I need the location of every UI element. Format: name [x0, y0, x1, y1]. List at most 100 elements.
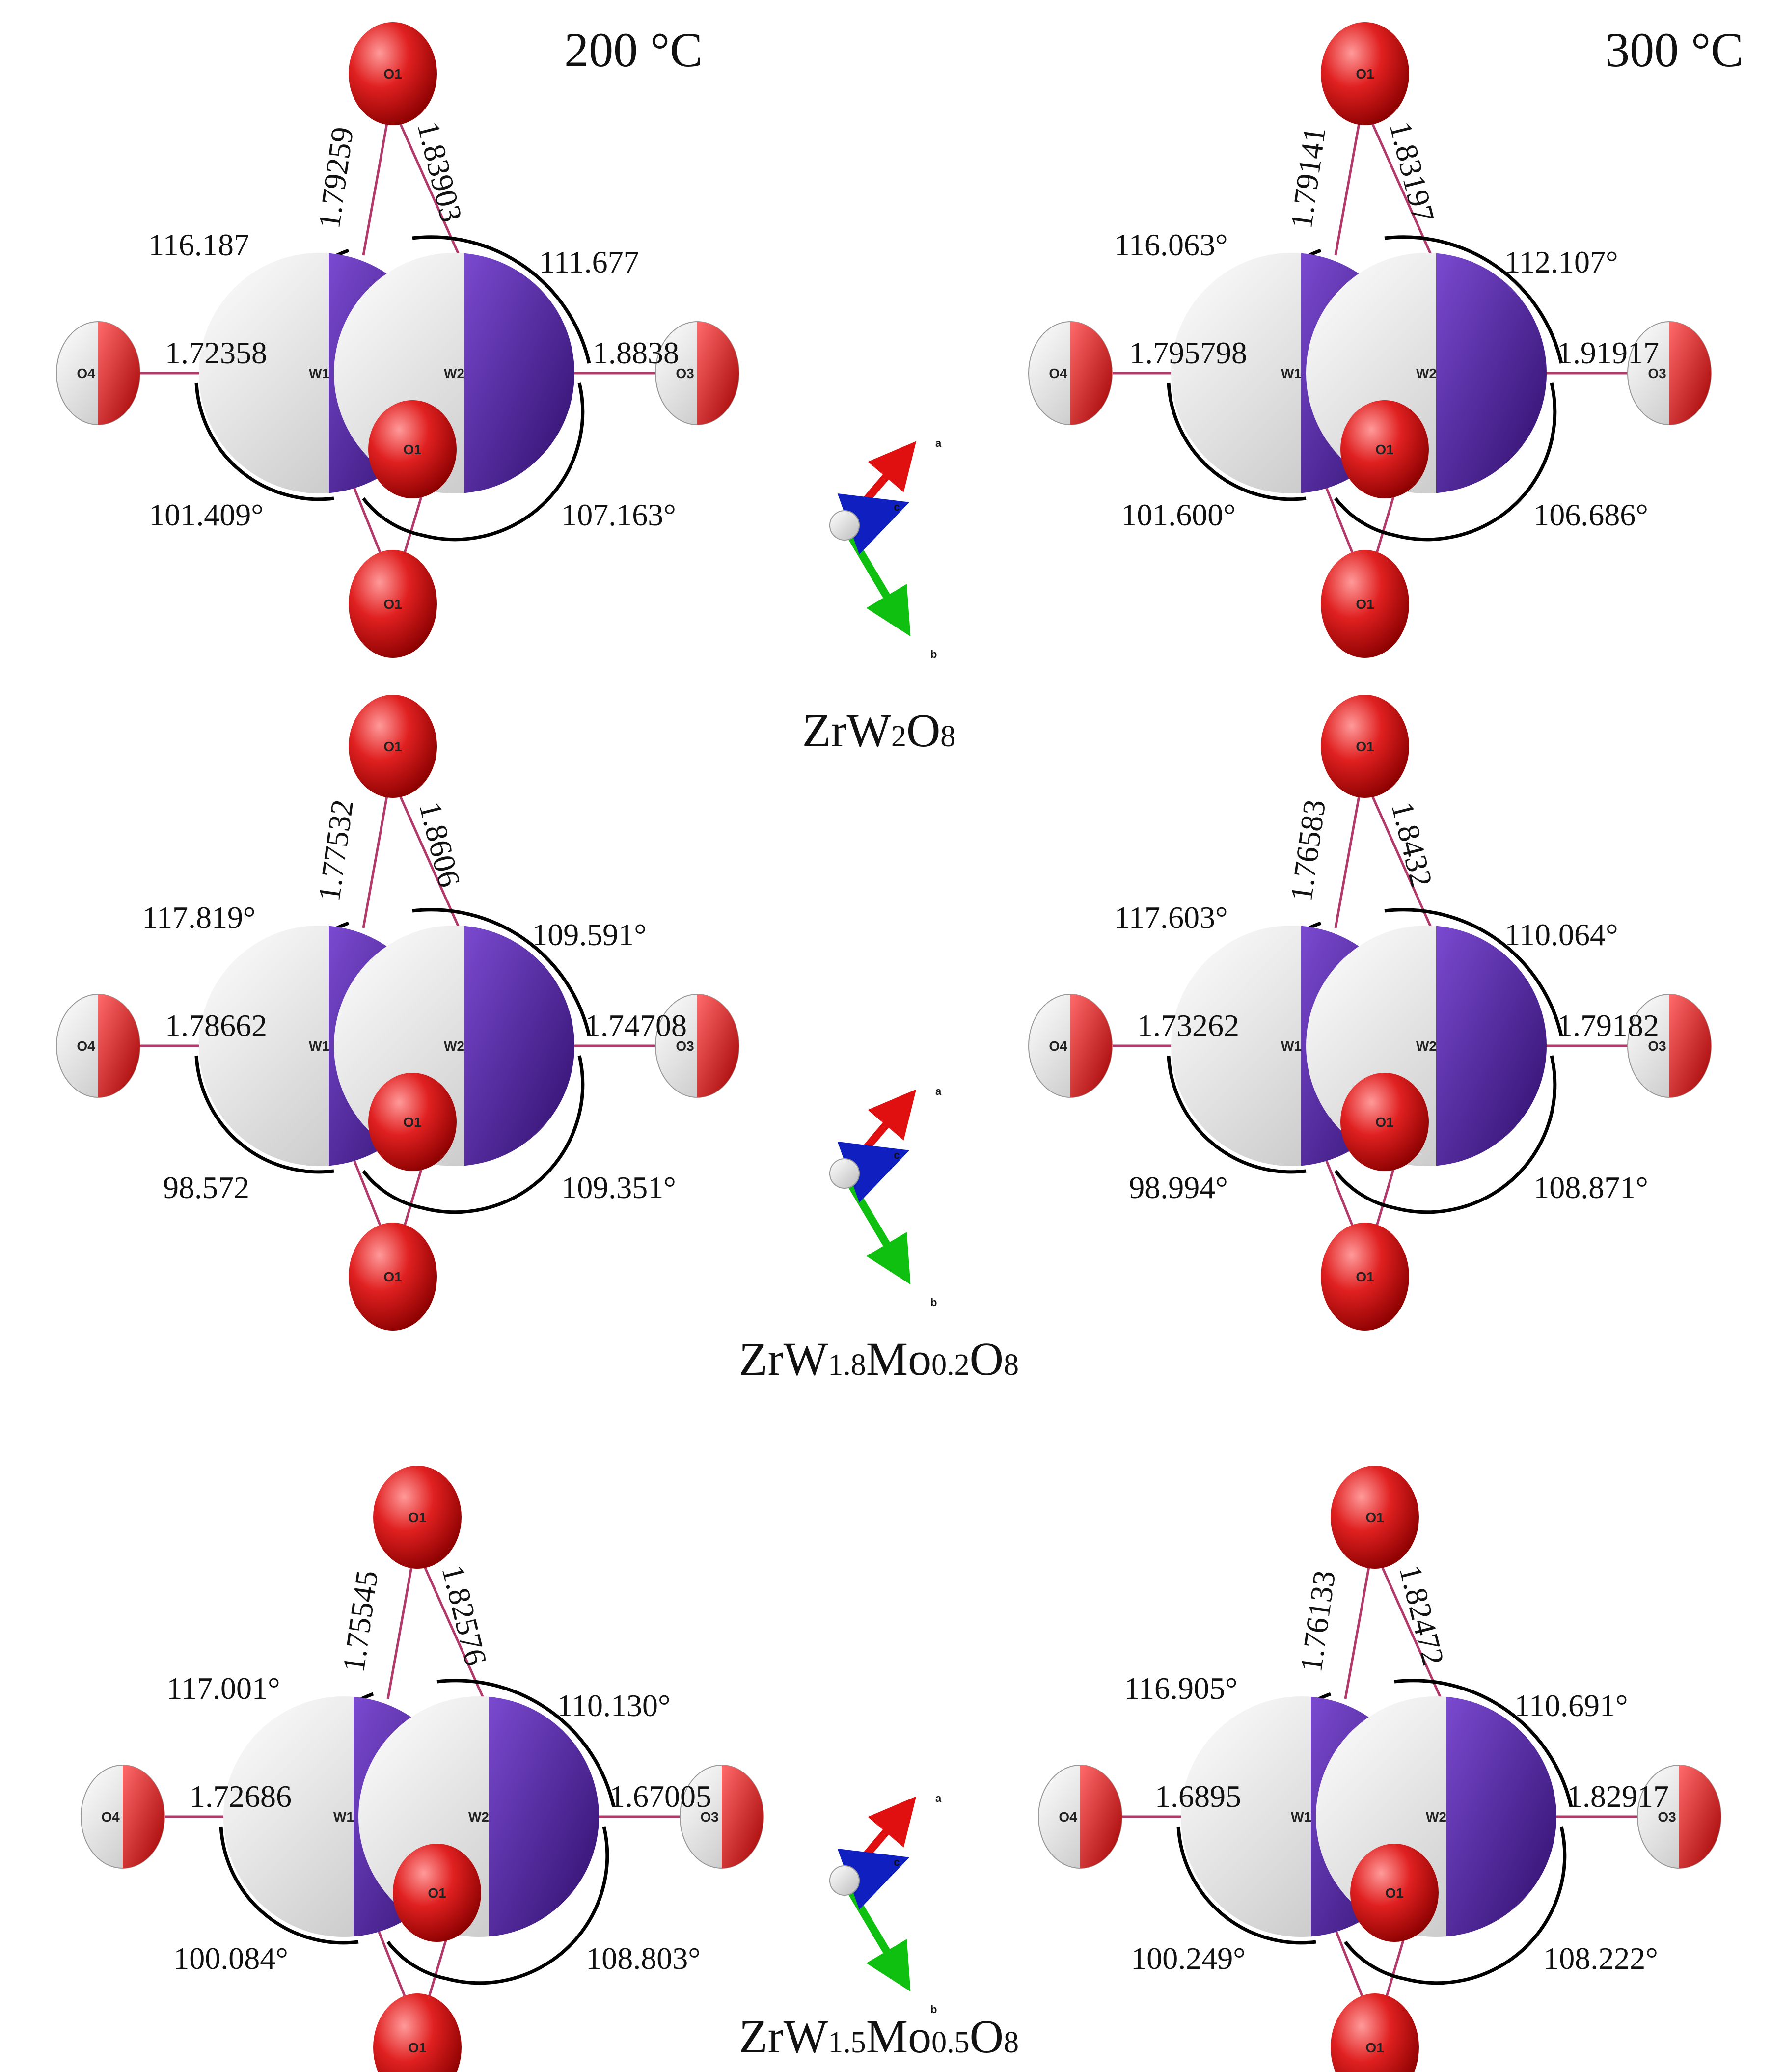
atom-w2-label: W2: [1416, 1038, 1437, 1054]
atom-o4-label: O4: [1059, 1809, 1077, 1825]
bond-label-top-right: 1.83903: [410, 118, 469, 225]
atom-o3-label: O3: [700, 1809, 718, 1825]
angle-label-bottom-right: 109.351°: [561, 1170, 676, 1205]
compound-s3: 8: [1004, 2026, 1019, 2059]
compound-s3: 8: [1004, 1348, 1019, 1382]
arc-bot-left: [1167, 1055, 1307, 1174]
atom-o1-top-label: O1: [1356, 66, 1374, 82]
angle-label-bottom-right: 106.686°: [1533, 497, 1648, 532]
angle-label-top-right: 109.591°: [532, 917, 647, 952]
atom-o1-bottom: O1: [349, 1223, 437, 1331]
header-200c: 200 °C: [564, 23, 703, 77]
atom-o1-bottom-label: O1: [1365, 2040, 1384, 2055]
atom-o3-label: O3: [676, 1038, 694, 1054]
atom-o1-top: O1: [349, 695, 437, 798]
atom-o1-center-label: O1: [403, 1115, 421, 1130]
atom-o1-center-sphere: [1340, 1073, 1429, 1171]
axis-b-arrow: [841, 1171, 911, 1285]
compound-pre: ZrW: [739, 2010, 828, 2063]
atom-w1-label: W1: [1291, 1809, 1311, 1825]
atom-w1-label: W1: [309, 366, 329, 381]
atom-o1-top: O1: [349, 22, 437, 125]
atom-o4-red-half: [98, 994, 140, 1097]
atom-o3-red-half: [722, 1765, 763, 1868]
axis-b-label: b: [930, 2003, 937, 2016]
atom-o1-center-label: O1: [403, 442, 421, 457]
atom-o4-label: O4: [77, 366, 95, 381]
bond-label-right: 1.79182: [1557, 1008, 1659, 1043]
atom-o1-top-label: O1: [1365, 1510, 1384, 1525]
atom-o4: O4: [56, 321, 140, 425]
arc-bot-right: [1334, 382, 1557, 542]
bond-o1-w1: [362, 790, 389, 928]
atom-o4-red-half: [123, 1765, 164, 1868]
atom-o1-center: O1: [1340, 1073, 1429, 1171]
bond-label-top-left: 1.75545: [336, 1568, 384, 1674]
bond-label-left: 1.72686: [190, 1779, 292, 1814]
compound-post: O: [970, 2010, 1004, 2063]
angle-label-bottom-right: 107.163°: [561, 497, 676, 532]
angle-label-bottom-left: 98.994°: [1129, 1170, 1228, 1205]
atom-w2-purple: [489, 1696, 599, 1937]
bond-label-left: 1.78662: [165, 1008, 267, 1043]
atom-o1-top-label: O1: [408, 1510, 426, 1525]
atom-o1-center-sphere: [1350, 1844, 1439, 1942]
atom-o1-top-sphere: [1321, 22, 1409, 125]
bond-label-top-right: 1.82472: [1392, 1561, 1451, 1669]
angle-label-top-right: 112.107°: [1504, 245, 1618, 279]
arc-top-right: [1384, 235, 1563, 364]
atom-w2-purple: [1446, 1696, 1556, 1937]
atom-o3-label: O3: [676, 366, 694, 381]
atom-o1-bottom: O1: [349, 550, 437, 658]
bond-label-left: 1.6895: [1155, 1779, 1241, 1814]
atom-o4-red-half: [1070, 994, 1112, 1097]
angle-label-top-right: 111.677: [539, 245, 639, 279]
atom-o1-top: O1: [373, 1466, 462, 1569]
bond-o1-w2: [421, 1560, 485, 1700]
angle-label-top-left: 116.063°: [1114, 227, 1227, 262]
axis-triad-3: acb: [829, 1792, 942, 2016]
atom-o1-top-label: O1: [1356, 739, 1374, 754]
bond-o1-w1: [1344, 1561, 1371, 1699]
atom-o1-bottom-label: O1: [383, 597, 402, 612]
axis-a-label: a: [935, 437, 942, 449]
atom-o4-label: O4: [1049, 366, 1067, 381]
atom-o1-bottom-label: O1: [383, 1269, 402, 1284]
bond-o1c-o1b: [1373, 1166, 1396, 1233]
bond-label-left: 1.795798: [1129, 335, 1247, 370]
arc-bot-right: [1344, 1826, 1567, 1985]
atom-o3: O3: [1627, 321, 1712, 425]
axis-origin: [829, 1865, 860, 1896]
atom-o1-center-sphere: [1340, 400, 1429, 498]
bond-w1-o1b: [377, 1929, 409, 2004]
bond-o1c-o1b: [401, 1166, 424, 1233]
angle-label-bottom-right: 108.222°: [1543, 1941, 1658, 1976]
atom-w2-label: W2: [468, 1809, 489, 1825]
bond-label-right: 1.82917: [1567, 1779, 1669, 1814]
atom-o4-label: O4: [101, 1809, 120, 1825]
bond-o1-w1: [1334, 790, 1362, 928]
atom-w1-label: W1: [309, 1038, 329, 1054]
atom-o1-top-sphere: [373, 1466, 462, 1569]
atom-o4: O4: [1028, 994, 1113, 1098]
compound-s3: 8: [940, 720, 955, 753]
compound-post: O: [906, 704, 940, 757]
atom-o1-bottom: O1: [1331, 1993, 1419, 2072]
arc-bot-right: [362, 1055, 585, 1214]
arc-bot-left: [1167, 382, 1307, 501]
atom-o1-center-sphere: [393, 1844, 481, 1942]
axis-origin: [829, 1158, 860, 1189]
bond-label-right: 1.8838: [593, 335, 679, 370]
atom-o1-center-label: O1: [1375, 1115, 1393, 1130]
angle-label-bottom-left: 100.249°: [1131, 1941, 1246, 1976]
bond-o1-w2: [1368, 117, 1433, 256]
compound-pre: ZrW: [802, 704, 892, 757]
